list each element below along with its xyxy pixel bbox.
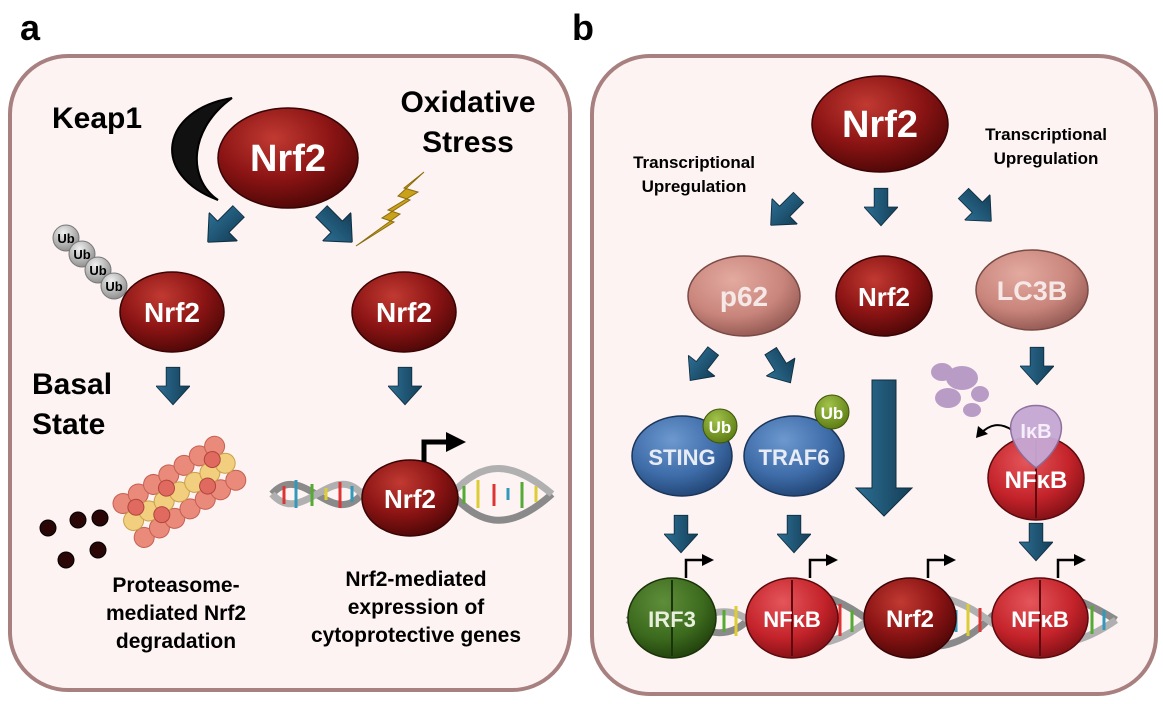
nrf2-node-top [217, 107, 359, 209]
nrf2-node-dna-a-label: Nrf2 [384, 484, 436, 514]
ikb-release-arrowhead [976, 426, 988, 438]
ub-badge-sting-label: Ub [709, 418, 732, 437]
ub-label-4: Ub [105, 279, 122, 294]
transcription-start-icon-nrf2 [926, 558, 948, 578]
transcription-arrowhead-nfkb2 [1074, 554, 1086, 566]
nrf2-node-b-top-label: Nrf2 [842, 104, 918, 146]
ub-chain: Ub Ub Ub Ub [52, 224, 128, 300]
mediated-text-line3: cytoprotective genes [311, 624, 521, 647]
transcriptional-right-line2: Upregulation [994, 149, 1099, 168]
proteasome-text-line1: Proteasome- [112, 574, 239, 597]
sting-label: STING [648, 445, 715, 470]
nrf2-node-left [119, 271, 225, 353]
ub-badge-sting [702, 408, 738, 444]
nrf2-node-right-label: Nrf2 [376, 297, 432, 328]
proteasome-text-line2: mediated Nrf2 [106, 602, 246, 625]
ub-badge-traf6-label: Ub [821, 404, 844, 423]
transcription-start-icon-nfkb2 [1056, 558, 1078, 578]
nfkb-node-dna2-label: NFκB [1011, 607, 1068, 632]
transcription-start-icon-a [421, 439, 452, 462]
nrf2-node-right [351, 271, 457, 353]
traf6-label: TRAF6 [759, 445, 830, 470]
degraded-ikb-particles [931, 363, 989, 417]
irf3-label: IRF3 [648, 607, 696, 632]
lightning-bolt-icon [355, 171, 425, 247]
transcription-arrowhead-nfkb1 [826, 554, 838, 566]
ikb-label: IκB [1020, 421, 1051, 443]
proteasome-icon [112, 435, 247, 548]
transcription-start-icon-nfkb1 [808, 558, 830, 578]
p62-label: p62 [720, 281, 768, 312]
nrf2-node-dna-a [361, 459, 459, 537]
p62-node [687, 255, 801, 337]
transcriptional-left-line2: Upregulation [642, 177, 747, 196]
transcription-arrowhead-irf3 [702, 554, 714, 566]
nrf2-node-b-mid-label: Nrf2 [858, 282, 910, 312]
nrf2-node-dna-b-label: Nrf2 [886, 606, 934, 633]
nrf2-node-dna-b [863, 577, 957, 659]
ub-label-1: Ub [57, 231, 74, 246]
panel-b-frame [590, 54, 1158, 696]
ub-label-2: Ub [73, 247, 90, 262]
basal-label-line2: State [32, 408, 105, 441]
nrf2-node-b-mid [835, 255, 933, 337]
degraded-fragments [39, 509, 109, 569]
keap1-icon [171, 97, 233, 201]
panel-a-letter: a [20, 7, 41, 48]
nfkb-node-dna1-label: NFκB [763, 607, 820, 632]
nrf2-node-left-label: Nrf2 [144, 297, 200, 328]
nrf2-node-top-label: Nrf2 [250, 138, 326, 180]
proteasome-text-line3: degradation [116, 630, 236, 653]
arrow-nrf2-long [854, 379, 914, 517]
oxidative-label-line2: Stress [422, 126, 514, 159]
oxidative-label-line1: Oxidative [400, 86, 535, 119]
lc3b-node [975, 249, 1089, 331]
ub-label-3: Ub [89, 263, 106, 278]
basal-label-line1: Basal [32, 368, 112, 401]
ikb-node [1010, 404, 1062, 469]
mediated-text-line1: Nrf2-mediated [345, 568, 486, 591]
traf6-node [743, 415, 845, 497]
lc3b-label: LC3B [997, 276, 1068, 306]
panel-b-letter: b [572, 7, 594, 48]
transcription-arrowhead-nrf2 [944, 554, 956, 566]
keap1-label: Keap1 [52, 102, 142, 135]
transcriptional-left-line1: Transcriptional [633, 153, 755, 172]
transcription-start-icon-irf3 [684, 558, 706, 578]
nrf2-node-b-top [811, 75, 949, 173]
ub-badge-traf6 [814, 394, 850, 430]
mediated-text-line2: expression of [348, 596, 486, 619]
transcription-arrowhead-a [446, 432, 466, 452]
nfkb-node-mid-label: NFκB [1005, 467, 1068, 494]
transcriptional-right-line1: Transcriptional [985, 125, 1107, 144]
